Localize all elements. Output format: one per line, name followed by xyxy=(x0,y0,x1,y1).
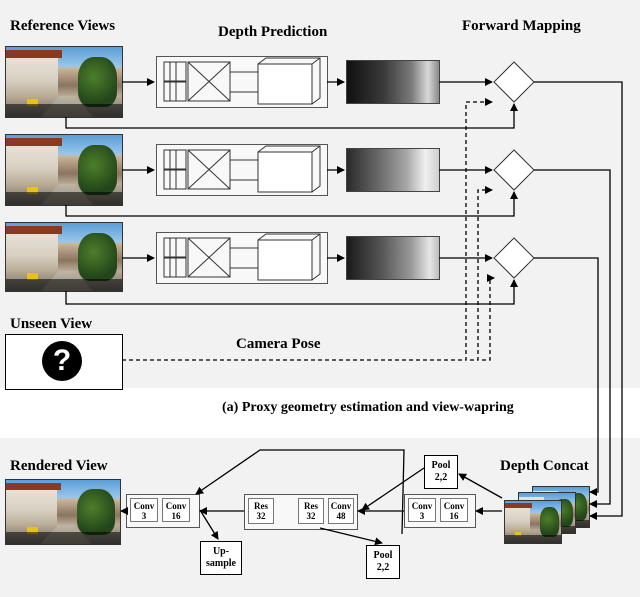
rendered-view-image xyxy=(5,479,121,545)
depth-concat-title: Depth Concat xyxy=(500,458,589,474)
encoder-decoder-glyphs xyxy=(163,57,321,281)
reference-view-image-1 xyxy=(5,46,123,118)
section-caption: (a) Proxy geometry estimation and view-w… xyxy=(222,400,514,415)
forward-mapping-diamonds xyxy=(493,61,535,279)
rendered-view-title: Rendered View xyxy=(10,458,108,474)
depth-map-2 xyxy=(346,148,440,192)
concat-layer-1 xyxy=(504,500,562,544)
unseen-view-title: Unseen View xyxy=(10,316,93,332)
camera-pose-title: Camera Pose xyxy=(236,336,321,352)
upsample-box: Up-sample xyxy=(200,541,242,575)
reference-view-image-2 xyxy=(5,134,123,206)
reference-views-title: Reference Views xyxy=(10,18,116,34)
solid-connectors xyxy=(65,78,623,546)
unseen-view-box: ? xyxy=(5,334,123,390)
network-glyph-3 xyxy=(163,233,321,281)
depth-map-1 xyxy=(346,60,440,104)
network-glyph-1 xyxy=(163,57,321,105)
camera-pose-dashed-connectors xyxy=(122,98,495,361)
question-mark-icon: ? xyxy=(42,341,82,381)
forward-mapping-title: Forward Mapping xyxy=(462,18,581,34)
network-glyph-2 xyxy=(163,145,321,193)
depth-prediction-title: Depth Prediction xyxy=(218,24,328,40)
reference-view-image-3 xyxy=(5,222,123,292)
